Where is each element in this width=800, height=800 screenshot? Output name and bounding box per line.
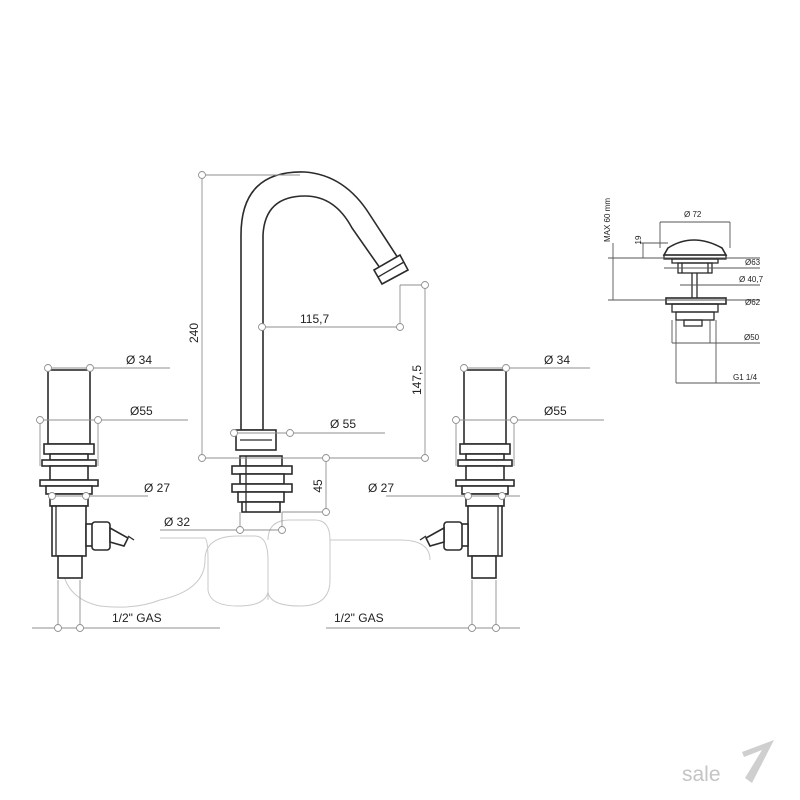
label-left-top-diameter: Ø 34 <box>126 353 152 367</box>
label-spout-connection: 1/2" GAS <box>334 611 384 625</box>
label-left-handle-diameter: Ø55 <box>130 404 153 418</box>
label-drain-ring-diameter: Ø63 <box>745 258 761 267</box>
dimension-nodes <box>36 171 518 632</box>
label-spout-reach: 115,7 <box>300 312 329 326</box>
label-right-body-diameter: Ø 27 <box>368 481 394 495</box>
label-outlet-height: 147,5 <box>410 365 424 395</box>
label-drain-thread: G1 1/4 <box>733 373 758 382</box>
label-right-handle-diameter: Ø55 <box>544 404 567 418</box>
label-spout-height: 240 <box>187 323 201 343</box>
dimension-lines <box>32 174 604 629</box>
label-shank-diameter: Ø 32 <box>164 515 190 529</box>
brand-logo: sale <box>682 740 774 786</box>
drain-detail: MAX 60 mm 19 Ø 72 Ø63 Ø 40,7 Ø62 Ø50 G1 … <box>603 198 764 384</box>
label-left-body-diameter: Ø 27 <box>144 481 170 495</box>
brand-logo-seven-icon <box>742 740 774 783</box>
label-shank-height: 45 <box>311 479 325 493</box>
left-valve <box>39 369 135 579</box>
label-drain-cap-diameter: Ø 72 <box>684 210 702 219</box>
right-valve <box>419 369 515 579</box>
label-left-connection: 1/2" GAS <box>112 611 162 625</box>
brand-logo-text: sale <box>682 763 721 786</box>
label-drain-max-height: MAX 60 mm <box>603 198 612 242</box>
label-drain-flange-diameter: Ø62 <box>745 298 761 307</box>
label-right-top-diameter: Ø 34 <box>544 353 570 367</box>
spout <box>231 171 410 513</box>
hose-lines <box>61 519 431 608</box>
label-drain-stem-diameter: Ø 40,7 <box>739 275 764 284</box>
label-drain-body-diameter: Ø50 <box>744 333 760 342</box>
label-spout-base-diameter: Ø 55 <box>330 417 356 431</box>
main-labels: 240 115,7 147,5 Ø 55 45 Ø 32 1/2" GAS Ø … <box>112 312 570 625</box>
label-drain-cap-height: 19 <box>634 235 643 244</box>
